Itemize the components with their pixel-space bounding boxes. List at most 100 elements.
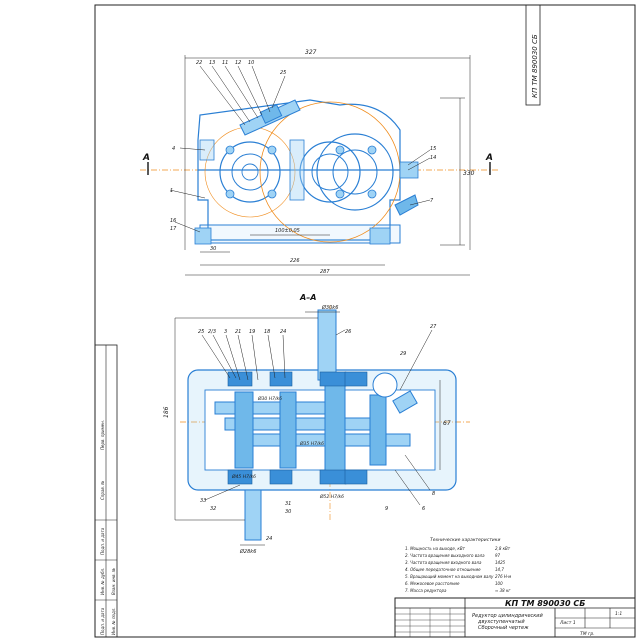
section-callout-21: 21 [235, 329, 241, 335]
callout-17: 17 [170, 226, 177, 232]
strip-label-5: Взам. инв. № [111, 568, 116, 595]
callout-13: 13 [209, 60, 215, 66]
boss-middle [299, 141, 361, 203]
spec-7-text: 7. Масса редуктора [405, 588, 447, 593]
strip-label-4: Инв. № дубл. [100, 568, 105, 595]
tech-specs: Технические характеристики 1. Мощность н… [405, 537, 511, 593]
strip-label-6: Подп. и дата [100, 607, 105, 635]
section-mark-left: А [142, 153, 150, 163]
callout-25: 25 [280, 70, 286, 76]
boss-right [316, 133, 394, 211]
section-view: А–А [163, 293, 470, 555]
spec-6-value: 100 [495, 581, 503, 586]
section-mark-right: А [485, 153, 493, 163]
section-callout-29: 29 [400, 351, 406, 357]
top-stamp: КП ТМ 890030 СБ [525, 4, 541, 106]
doc-name-2: двухступенчатый [477, 619, 525, 625]
fit-1: Ø30 H7/k6 [257, 395, 282, 402]
callout-11: 11 [222, 60, 228, 66]
top-stamp-text: КП ТМ 890030 СБ [531, 34, 539, 98]
callout-12: 12 [235, 60, 241, 66]
section-callout-27: 27 [430, 324, 437, 330]
doc-scale: 1:1 [615, 611, 622, 617]
sheet-frame [94, 4, 636, 638]
dim-right-section: 67 [443, 420, 451, 427]
tech-title: Технические характеристики [430, 537, 500, 543]
spec-6-text: 6. Межосевое расстояние [405, 581, 460, 586]
spec-2-value: 97 [495, 553, 501, 558]
boss-left [219, 141, 281, 203]
callout-14: 14 [430, 155, 436, 161]
strip-label-2: Справ. № [100, 481, 105, 500]
callout-4: 4 [172, 146, 175, 152]
input-stub [317, 309, 337, 381]
left-strip: Перв. примен. Справ. № Подп. и дата Инв.… [94, 344, 118, 638]
dim-bottom-b: 226 [290, 258, 300, 264]
spec-3-value: 1425 [495, 560, 506, 565]
gear-2 [279, 391, 297, 469]
spec-4-text: 4. Общее передаточное отношение [405, 567, 481, 572]
section-callout-33: 33 [200, 498, 206, 504]
spec-1-value: 2,8 кВт [495, 546, 511, 551]
bearing-1 [227, 371, 253, 387]
doc-code: КП ТМ 890030 СБ [505, 599, 585, 608]
callout-7: 7 [430, 198, 434, 204]
section-callout-6: 6 [422, 506, 425, 512]
spec-7-value: ≈ 38 кг [495, 588, 511, 593]
gear-1 [234, 391, 254, 469]
spec-5-text: 5. Вращающий момент на выходном валу [405, 574, 494, 579]
dim-out-shaft: Ø28k6 [239, 548, 256, 555]
doc-org: ТМ гр. [580, 631, 595, 637]
section-callout-32: 32 [210, 506, 216, 512]
strip-label-3: Подп. и дата [100, 527, 105, 555]
dim-top: 327 [305, 49, 317, 56]
section-callout-24: 24 [280, 329, 286, 335]
dim-bottom-a: 30 [210, 246, 216, 252]
output-stub [244, 489, 262, 541]
title-block: КП ТМ 890030 СБ Редуктор цилиндрический … [394, 597, 636, 638]
spec-2-text: 2. Частота вращения выходного вала [405, 553, 485, 558]
housing-outline [197, 99, 401, 241]
dim-side: 24 [266, 536, 272, 542]
section-callout-3: 3 [224, 329, 227, 335]
callout-15: 15 [430, 146, 436, 152]
spec-5-value: 276 Н·м [495, 574, 511, 579]
gear-4 [369, 394, 387, 466]
dim-bottom-total: 287 [320, 269, 330, 275]
section-callout-26: 26 [345, 329, 351, 335]
doc-name-1: Редуктор цилиндрический [472, 613, 544, 619]
dim-right: 330 [463, 170, 475, 177]
section-callout-19: 19 [249, 329, 255, 335]
section-callout-18: 18 [264, 329, 270, 335]
section-callout-31: 31 [285, 501, 291, 507]
gear-pitch-circle [259, 101, 401, 243]
callout-1: 1 [170, 188, 173, 194]
callout-10: 10 [248, 60, 254, 66]
strip-label-7: Инв. № подл. [111, 607, 116, 635]
gear-3 [324, 384, 346, 476]
bearing-2 [227, 469, 253, 485]
doc-name-3: Сборочный чертеж [478, 625, 529, 631]
spec-3-text: 3. Частота вращения входного вала [405, 560, 482, 565]
fit-4: Ø52 H7/k6 [319, 493, 344, 500]
fit-2: Ø35 H7/k6 [299, 440, 324, 447]
doc-sheet: Лист 1 [559, 620, 576, 626]
section-callout-9: 9 [385, 506, 388, 512]
top-view: А А [140, 49, 500, 276]
drain-plug [394, 194, 419, 216]
section-label: А–А [299, 293, 316, 302]
oil-sight [372, 372, 398, 398]
section-callout-25: 25 [198, 329, 204, 335]
section-callout-8: 8 [432, 491, 435, 497]
dim-shaft: Ø30k6 [321, 304, 338, 311]
dim-left: 186 [163, 406, 170, 418]
spec-1-text: 1. Мощность на выходе, кВт [405, 546, 466, 551]
spec-4-value: 14,7 [495, 567, 504, 572]
callout-16: 16 [170, 218, 176, 224]
section-callout-23: 2/3 [208, 329, 216, 335]
fit-3: Ø45 H7/k6 [231, 473, 256, 480]
oil-indicator [399, 161, 419, 179]
dim-center: 100±0,05 [275, 228, 300, 234]
callout-22: 22 [196, 60, 202, 66]
